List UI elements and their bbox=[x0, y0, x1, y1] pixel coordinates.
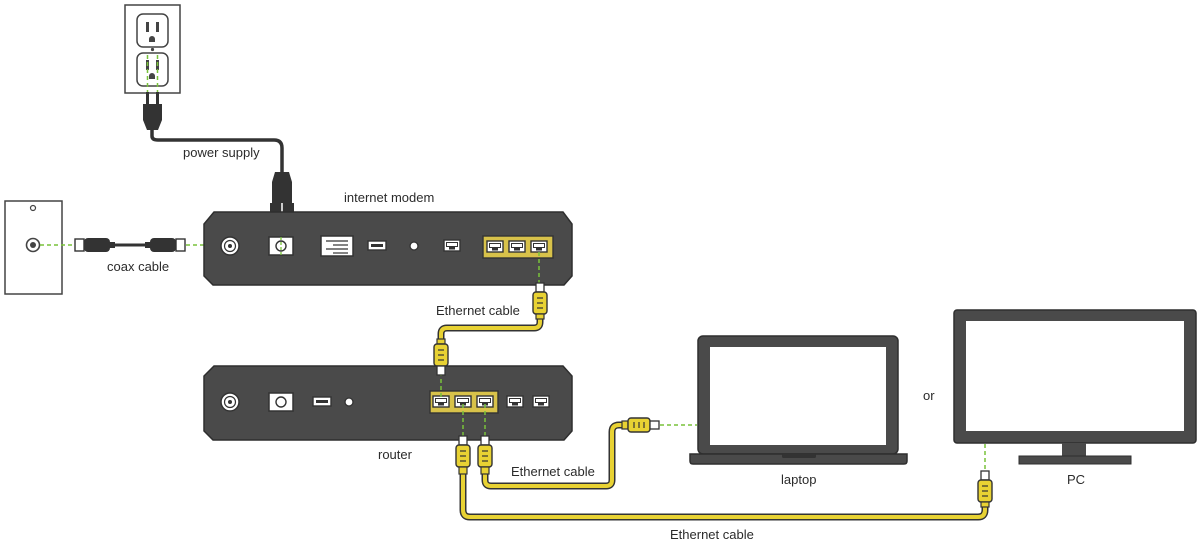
ethernet-cable-laptop-label: Ethernet cable bbox=[511, 464, 595, 479]
ethernet-plug-icon bbox=[455, 435, 471, 475]
router-usb-port-icon bbox=[312, 396, 332, 407]
power-supply-label: power supply bbox=[183, 145, 260, 160]
ethernet-cable-pc-label: Ethernet cable bbox=[670, 527, 754, 542]
laptop-icon bbox=[689, 335, 908, 465]
ethernet-plug-icon bbox=[433, 338, 449, 376]
coax-wall-plate-icon bbox=[4, 200, 63, 295]
router-port-icon bbox=[506, 395, 524, 408]
monitor-icon bbox=[953, 309, 1197, 465]
ethernet-plug-icon bbox=[532, 282, 548, 320]
power-port-icon bbox=[268, 236, 294, 256]
coax-cable bbox=[74, 238, 186, 252]
router-reset-button-icon bbox=[344, 397, 354, 407]
ethernet-cable-modem-router-label: Ethernet cable bbox=[436, 303, 520, 318]
wall-outlet-icon bbox=[124, 4, 181, 100]
coax-port-icon bbox=[220, 236, 240, 256]
router bbox=[203, 365, 573, 441]
ethernet-plug-icon bbox=[621, 417, 660, 433]
ethernet-plug-icon bbox=[977, 470, 993, 508]
power-plug-icon bbox=[143, 92, 162, 130]
ethernet-cable-router-laptop bbox=[477, 417, 660, 490]
router-power-port-icon bbox=[268, 392, 294, 412]
router-coax-port-icon bbox=[220, 392, 240, 412]
ethernet-cable-modem-router bbox=[433, 282, 548, 376]
pc-label: PC bbox=[1067, 472, 1086, 487]
internet-modem bbox=[203, 211, 573, 286]
router-ethernet-port-group bbox=[429, 390, 499, 414]
power-cable bbox=[150, 130, 284, 172]
ethernet-port-group bbox=[482, 235, 554, 259]
router-label: router bbox=[378, 447, 412, 462]
usb-port-icon bbox=[367, 240, 387, 251]
or-label: or bbox=[923, 388, 935, 403]
coax-cable-label: coax cable bbox=[107, 259, 170, 274]
laptop-label: laptop bbox=[781, 472, 817, 487]
ethernet-plug-icon bbox=[477, 435, 493, 475]
power-connector-icon bbox=[270, 172, 294, 214]
vent-grille-icon bbox=[320, 235, 354, 257]
ethernet-cable-router-pc bbox=[455, 435, 993, 521]
router-port-icon bbox=[532, 395, 550, 408]
internet-modem-label: internet modem bbox=[344, 190, 435, 205]
lan-port-icon bbox=[443, 239, 461, 252]
reset-button-icon bbox=[409, 241, 419, 251]
